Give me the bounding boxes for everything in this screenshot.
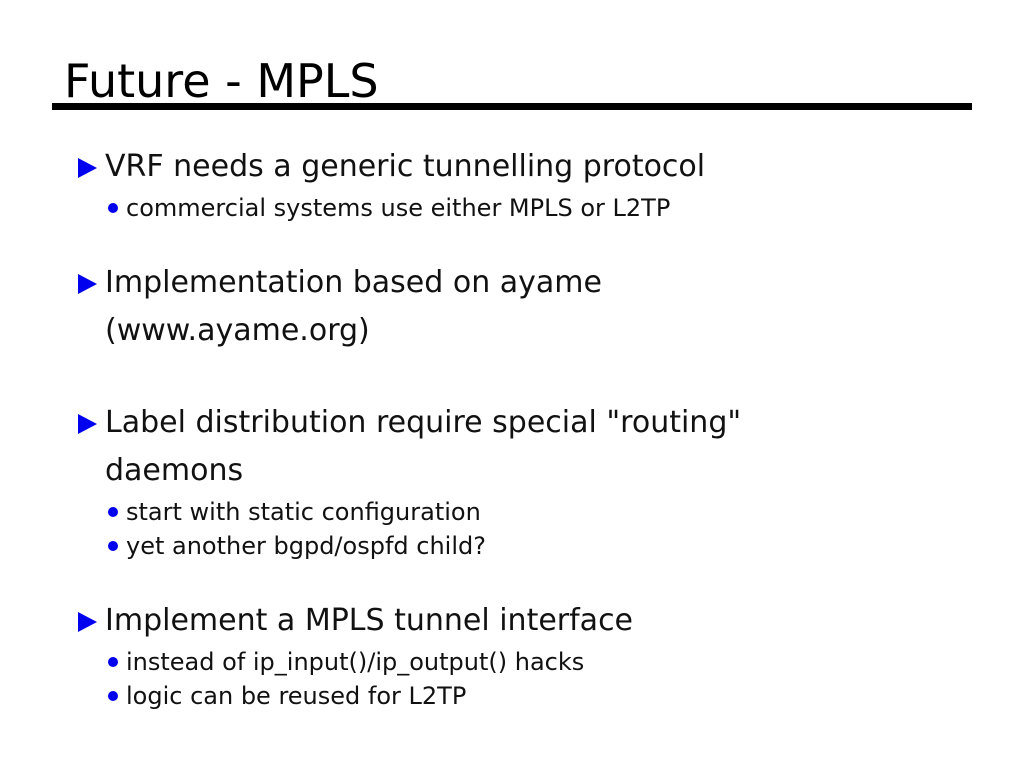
sub-bullet: start with static configuration bbox=[108, 495, 741, 529]
sub-bullet-dot-icon bbox=[108, 203, 118, 213]
bullet-text: Implementation based on ayame (www.ayame… bbox=[105, 259, 602, 355]
bullet-text-line: Implementation based on ayame bbox=[105, 265, 602, 300]
bullet-group-ayame: Implementation based on ayame (www.ayame… bbox=[78, 259, 602, 355]
sub-bullet: logic can be reused for L2TP bbox=[108, 679, 633, 713]
sub-bullet-list: start with static configuration yet anot… bbox=[78, 495, 741, 563]
title-underline bbox=[52, 103, 972, 110]
bullet-line: Label distribution require special "rout… bbox=[78, 399, 741, 495]
bullet-triangle-icon bbox=[78, 414, 97, 434]
bullet-text: Implement a MPLS tunnel interface bbox=[105, 597, 633, 645]
sub-bullet-list: commercial systems use either MPLS or L2… bbox=[78, 191, 705, 225]
sub-bullet-text: logic can be reused for L2TP bbox=[126, 682, 467, 710]
bullet-text: Label distribution require special "rout… bbox=[105, 399, 741, 495]
sub-bullet-list: instead of ip_input()/ip_output() hacks … bbox=[78, 645, 633, 713]
sub-bullet-text: yet another bgpd/ospfd child? bbox=[126, 532, 486, 560]
bullet-text-line: Label distribution require special "rout… bbox=[105, 405, 742, 440]
bullet-group-mpls-tunnel: Implement a MPLS tunnel interface instea… bbox=[78, 597, 633, 713]
bullet-line: Implementation based on ayame (www.ayame… bbox=[78, 259, 602, 355]
bullet-text-line: Implement a MPLS tunnel interface bbox=[105, 603, 634, 638]
bullet-group-vrf: VRF needs a generic tunnelling protocol … bbox=[78, 143, 705, 225]
bullet-triangle-icon bbox=[78, 274, 97, 294]
sub-bullet-dot-icon bbox=[108, 657, 118, 667]
sub-bullet: yet another bgpd/ospfd child? bbox=[108, 529, 741, 563]
sub-bullet-dot-icon bbox=[108, 541, 118, 551]
sub-bullet-text: commercial systems use either MPLS or L2… bbox=[126, 194, 671, 222]
bullet-triangle-icon bbox=[78, 612, 97, 632]
bullet-text-line: daemons bbox=[105, 453, 244, 488]
bullet-text-line: (www.ayame.org) bbox=[105, 313, 370, 348]
sub-bullet: instead of ip_input()/ip_output() hacks bbox=[108, 645, 633, 679]
bullet-triangle-icon bbox=[78, 158, 97, 178]
slide-title: Future - MPLS bbox=[64, 54, 379, 108]
bullet-group-label-distribution: Label distribution require special "rout… bbox=[78, 399, 741, 563]
sub-bullet-text: instead of ip_input()/ip_output() hacks bbox=[126, 648, 585, 676]
bullet-line: VRF needs a generic tunnelling protocol bbox=[78, 143, 705, 191]
bullet-text: VRF needs a generic tunnelling protocol bbox=[105, 143, 705, 191]
sub-bullet: commercial systems use either MPLS or L2… bbox=[108, 191, 705, 225]
bullet-line: Implement a MPLS tunnel interface bbox=[78, 597, 633, 645]
sub-bullet-dot-icon bbox=[108, 507, 118, 517]
sub-bullet-text: start with static configuration bbox=[126, 498, 481, 526]
sub-bullet-dot-icon bbox=[108, 691, 118, 701]
bullet-text-line: VRF needs a generic tunnelling protocol bbox=[105, 149, 706, 184]
